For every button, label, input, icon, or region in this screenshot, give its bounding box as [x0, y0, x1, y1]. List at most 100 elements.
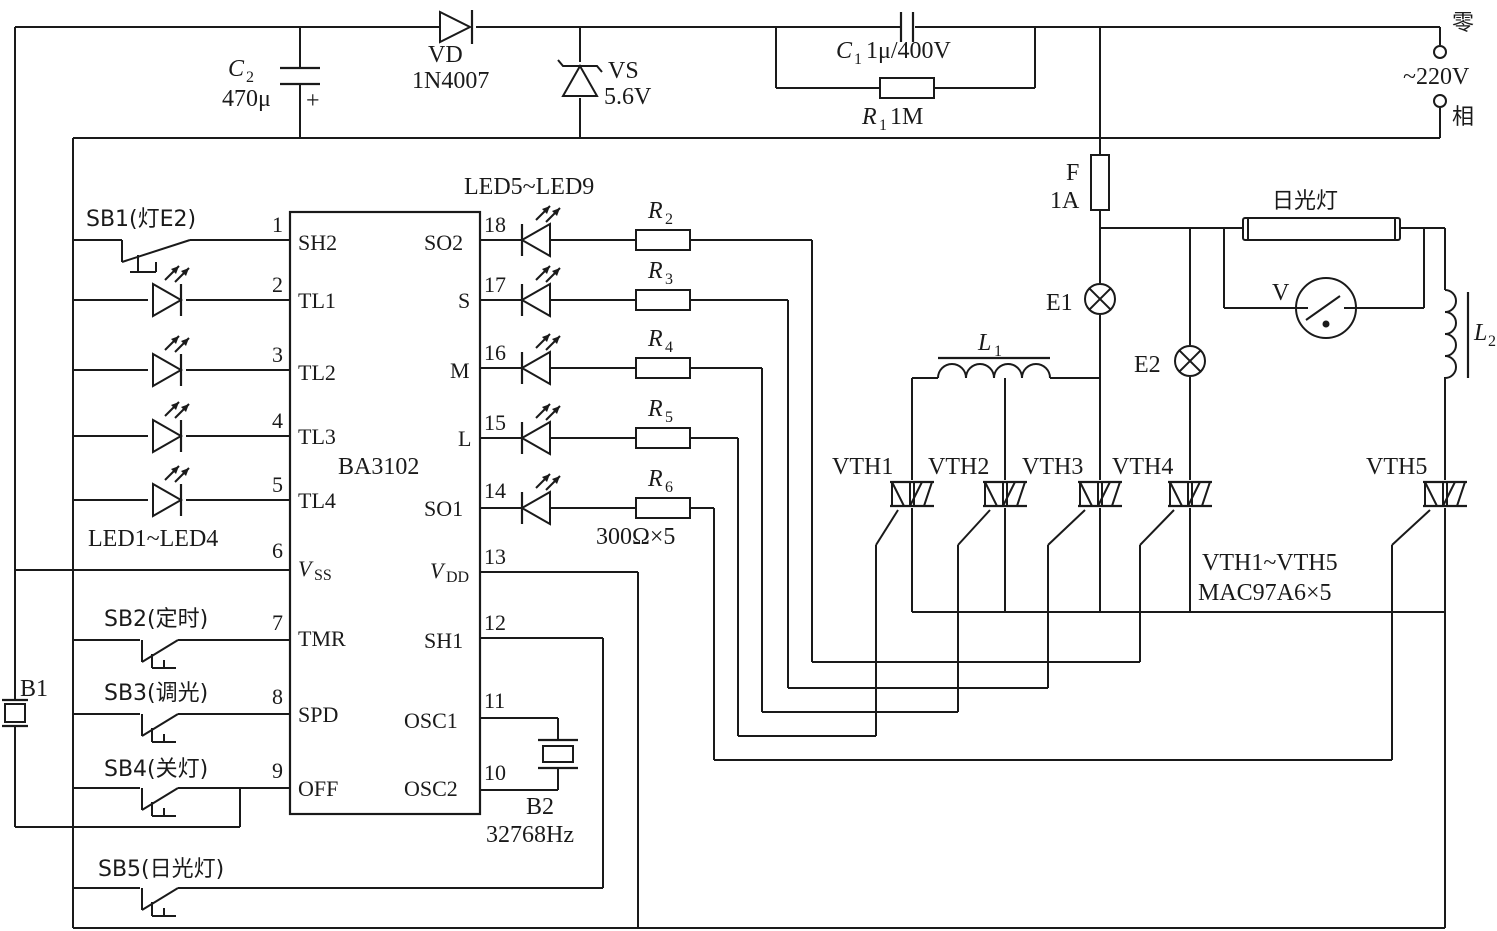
l1-name: L: [977, 330, 991, 356]
switch-sb3: [141, 713, 179, 743]
triac-vth1: [888, 480, 936, 508]
triac-vth2: [981, 480, 1029, 508]
pin-name: SO1: [424, 496, 463, 521]
pin-number: 11: [484, 688, 505, 713]
led-8: [520, 402, 562, 456]
resistor-labels: R 2 R 3 R 4 R 5 R 6 300Ω×5: [596, 198, 675, 550]
resistor-sub: 3: [665, 271, 673, 288]
led-2: [151, 334, 191, 388]
pin-name: OSC1: [404, 708, 458, 733]
resistor-sub: 4: [665, 339, 673, 356]
pin-number: 2: [272, 272, 283, 297]
l2-sub: 2: [1488, 333, 1496, 350]
sb5-label: SB5(日光灯): [98, 857, 224, 882]
resistor-r2: [635, 229, 691, 251]
pin-number: 3: [272, 342, 283, 367]
pin-name: SPD: [298, 702, 338, 727]
battery-b1: [2, 698, 28, 728]
resistor-value: 300Ω×5: [596, 524, 675, 550]
inductor-l2: [1444, 289, 1470, 380]
switch-sb2: [141, 639, 179, 669]
vs-name: VS: [608, 58, 639, 84]
ic-right-pins: 18 SO2 17 S 16 M 15 L 14 SO1 13 V DD 12 …: [404, 212, 506, 801]
triac-vth4: [1166, 480, 1214, 508]
pin-number: 18: [484, 212, 506, 237]
pin-number: 6: [272, 538, 283, 563]
pin-number: 15: [484, 410, 506, 435]
crystal-name: B2: [526, 794, 554, 820]
pin-name: SH2: [298, 230, 337, 255]
pin-number: 7: [272, 610, 283, 635]
pin-number: 4: [272, 408, 283, 433]
c1-sub: 1: [854, 51, 862, 68]
pin-name: OFF: [298, 776, 338, 801]
triac-model-label: MAC97A6×5: [1198, 580, 1332, 606]
resistor-name: R: [647, 258, 663, 284]
triac-label: VTH1: [832, 454, 893, 480]
resistor-r1: [879, 77, 935, 99]
pin-name: S: [458, 288, 470, 313]
sb2-label: SB2(定时): [104, 607, 208, 632]
led-left-group-label: LED1~LED4: [88, 526, 218, 552]
pin-number: 14: [484, 478, 506, 503]
pin-name: L: [458, 426, 471, 451]
pin-number: 12: [484, 610, 506, 635]
triac-labels: VTH1 VTH2 VTH3 VTH4 VTH5 VTH1~VTH5 MAC97…: [832, 454, 1427, 606]
triac-label: VTH4: [1112, 454, 1173, 480]
pin-name: TL1: [298, 288, 336, 313]
resistor-name: R: [647, 326, 663, 352]
pin-name: TMR: [298, 626, 346, 651]
triac-label: VTH5: [1366, 454, 1427, 480]
capacitor-c2: [280, 66, 320, 86]
zener-vs: [557, 59, 603, 97]
ic-left-pins: 1 SH2 2 TL1 3 TL2 4 TL3 5 TL4 6 V SS 7 T…: [272, 212, 346, 801]
pin-number: 10: [484, 760, 506, 785]
pin-name: TL4: [298, 488, 336, 513]
resistor-name: R: [647, 198, 663, 224]
ac-voltage-label: ~220V: [1403, 64, 1470, 90]
c1-value: 1μ/400V: [866, 38, 952, 64]
triac-vth5: [1421, 480, 1469, 508]
pin-name: V: [430, 558, 446, 583]
pin-name-sub: SS: [314, 567, 332, 584]
led-9: [520, 472, 562, 526]
e1-label: E1: [1046, 290, 1073, 316]
led-1: [151, 264, 191, 318]
pin-name: V: [298, 556, 314, 581]
led-6: [520, 264, 562, 318]
pin-name: M: [450, 358, 470, 383]
e2-label: E2: [1134, 352, 1161, 378]
starter-label: V: [1272, 280, 1290, 306]
resistor-r6: [635, 497, 691, 519]
l1-sub: 1: [994, 343, 1002, 360]
led-5: [520, 204, 562, 258]
switch-sb5: [141, 887, 179, 917]
crystal-b2: [538, 738, 578, 770]
sb1-label: SB1(灯E2): [86, 207, 196, 232]
vd-model: 1N4007: [412, 68, 489, 94]
fuse-value: 1A: [1050, 188, 1080, 214]
pin-number: 9: [272, 758, 283, 783]
ic-name: BA3102: [338, 454, 419, 480]
inductor-l1: [937, 356, 1051, 379]
resistor-name: R: [647, 466, 663, 492]
lamp-e1: [1084, 283, 1116, 315]
switch-leads: [141, 639, 185, 910]
pin-number: 17: [484, 272, 506, 297]
battery-label: B1: [20, 676, 48, 702]
c2-name: C: [228, 56, 245, 82]
c2-sub: 2: [246, 69, 254, 86]
wiring: [14, 26, 1446, 929]
capacitor-c1: [899, 12, 915, 42]
switch-sb4: [141, 787, 179, 817]
pin-number: 16: [484, 340, 506, 365]
led-right-group-label: LED5~LED9: [464, 174, 594, 200]
lamp-e2: [1174, 345, 1206, 377]
triac-label: VTH3: [1022, 454, 1083, 480]
c1-name: C: [836, 38, 853, 64]
vd-name: VD: [428, 42, 463, 68]
crystal-freq: 32768Hz: [486, 822, 574, 848]
vs-value: 5.6V: [604, 84, 652, 110]
fuse-name: F: [1066, 160, 1079, 186]
pin-name: OSC2: [404, 776, 458, 801]
